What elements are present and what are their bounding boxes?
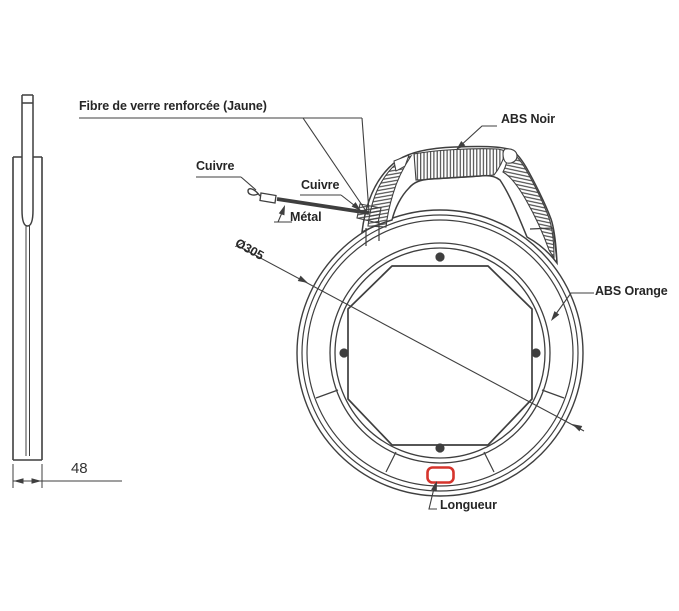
label-length: Longueur	[440, 498, 497, 512]
label-width-48: 48	[71, 460, 88, 477]
handle-right-brace	[529, 226, 558, 263]
carry-handle	[361, 145, 558, 266]
abs-black-leader	[457, 125, 497, 149]
label-fiberglass: Fibre de verre renforcée (Jaune)	[79, 99, 267, 113]
handle-rib-top	[413, 148, 507, 181]
copper-ferrule	[259, 192, 277, 204]
width-dimension	[12, 464, 122, 488]
length-counter-window	[426, 466, 455, 484]
handle-rib-right	[502, 151, 555, 260]
label-copper-tip: Cuivre	[196, 159, 235, 173]
handle-end-nub	[502, 148, 518, 164]
tape-clamp	[356, 203, 382, 224]
length-leader	[428, 483, 437, 510]
label-abs-orange: ABS Orange	[595, 284, 668, 298]
screw-dots	[339, 252, 541, 453]
pulling-hook	[247, 188, 261, 197]
handle-notch	[393, 154, 410, 172]
fiberglass-leader	[302, 117, 370, 213]
diameter-dimension-line	[237, 245, 585, 432]
handle-left-foot-lines	[365, 222, 380, 246]
label-copper-lead: Cuivre	[301, 178, 340, 192]
reel-window	[347, 265, 533, 446]
reel-front-view	[296, 209, 584, 497]
dim-arrow-right	[31, 478, 42, 484]
steel-leader-line	[276, 197, 370, 215]
inner-hub-circle	[329, 242, 551, 464]
label-metal: Métal	[290, 210, 322, 224]
abs-orange-leader	[552, 292, 594, 319]
dim-arrow-left	[13, 478, 24, 484]
label-abs-black: ABS Noir	[501, 112, 556, 126]
callout-leaders	[79, 117, 594, 510]
rim-segment-dividers	[315, 389, 565, 473]
side-view	[12, 94, 43, 461]
tape-leader	[247, 188, 382, 224]
copper-tip-leader	[196, 176, 257, 191]
outer-rim-circle	[296, 209, 584, 497]
